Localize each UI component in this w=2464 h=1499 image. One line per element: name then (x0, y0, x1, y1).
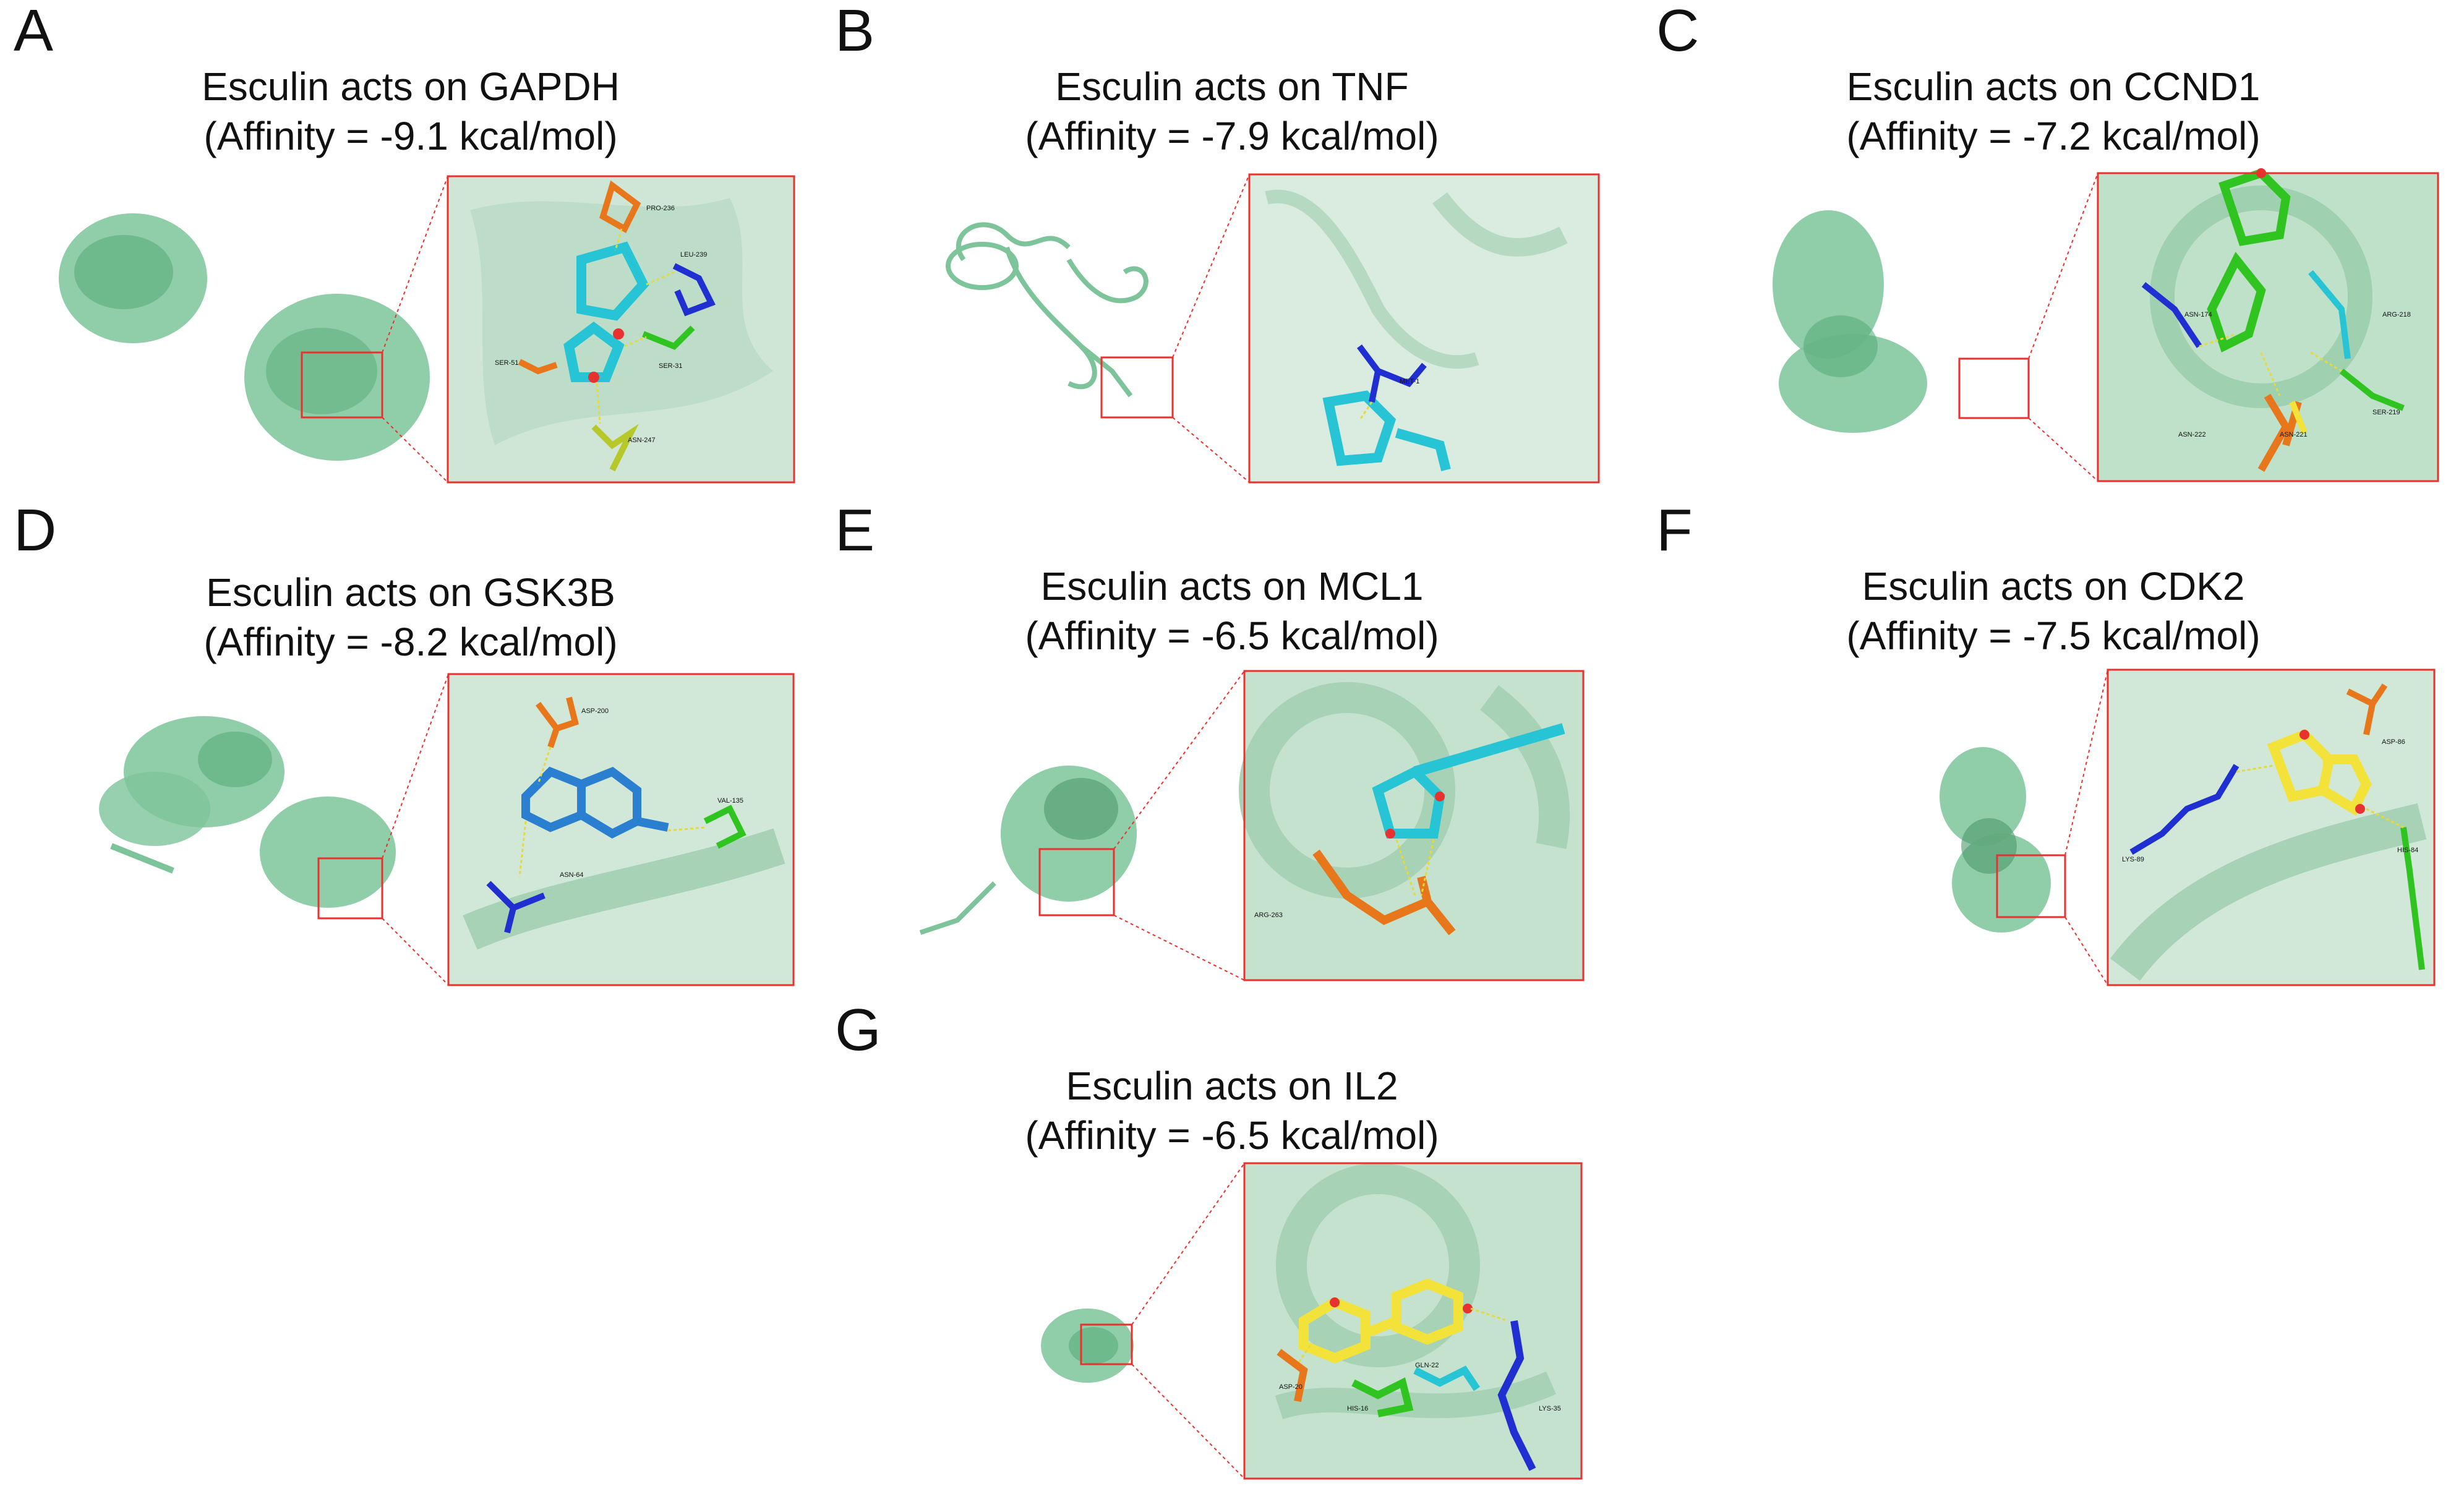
protein-structure (946, 222, 1149, 398)
residue-label: ASN-64 (560, 871, 584, 879)
panel-title: Esculin acts on GSK3B (Affinity = -8.2 k… (0, 568, 821, 667)
residue-label: SER-31 (659, 362, 683, 370)
panel-letter: C (1656, 0, 1700, 64)
affinity-text: (Affinity = -7.2 kcal/mol) (1846, 114, 2261, 158)
affinity-text: (Affinity = -6.5 kcal/mol) (1025, 613, 1439, 658)
residue-label: SER-51 (495, 359, 519, 367)
protein-structure (99, 716, 396, 908)
panel-title: Esculin acts on CDK2 (Affinity = -7.5 kc… (1643, 562, 2464, 660)
docking-figure: MET-1 (946, 173, 1600, 484)
panel-title: Esculin acts on IL2 (Affinity = -6.5 kca… (821, 1061, 1643, 1160)
panel-title: Esculin acts on GAPDH (Affinity = -9.1 k… (0, 62, 821, 161)
panel-letter: E (835, 497, 875, 563)
binding-site-box (1996, 854, 2066, 918)
protein-structure (1773, 210, 1927, 433)
panel-letter: F (1656, 497, 1693, 563)
residue-label: ARG-218 (2382, 311, 2411, 318)
panel-c: C Esculin acts on CCND1 (Affinity = -7.2… (1643, 0, 2464, 500)
zoom-inset: PRO-236 LEU-239 SER-51 SER-31 ASN-247 (447, 175, 795, 484)
docking-figure: PRO-236 LEU-239 SER-51 SER-31 ASN-247 (59, 175, 795, 484)
zoom-inset: ASP-200 VAL-135 ASN-64 (447, 673, 795, 986)
zoom-inset: ASN-174 ARG-218 SER-219 ASN-222 ASN-221 (2097, 168, 2439, 482)
affinity-text: (Affinity = -7.9 kcal/mol) (1025, 114, 1439, 158)
binding-site-box (301, 351, 383, 419)
protein-structure (1940, 747, 2051, 933)
title-text: Esculin acts on GSK3B (206, 570, 615, 615)
panel-letter: G (835, 997, 881, 1063)
residue-label: MET-1 (1400, 378, 1419, 385)
panel-g: G Esculin acts on IL2 (Affinity = -6.5 k… (821, 999, 1643, 1499)
residue-label: ASN-247 (628, 437, 656, 444)
protein-structure (919, 766, 1137, 935)
residue-label: HIS-16 (1347, 1405, 1368, 1412)
binding-site-box (1038, 848, 1115, 916)
residue-label: SER-219 (2372, 409, 2400, 416)
docking-figure: ARG-263 (919, 670, 1585, 981)
residue-label: GLN-22 (1415, 1362, 1439, 1369)
title-text: Esculin acts on MCL1 (1040, 564, 1424, 609)
residue-label: ASP-200 (581, 707, 609, 715)
title-text: Esculin acts on CCND1 (1846, 64, 2261, 109)
residue-label: LYS-35 (1539, 1405, 1561, 1412)
panel-d: D Esculin acts on GSK3B (Affinity = -8.2… (0, 500, 821, 999)
docking-figure: ASN-174 ARG-218 SER-219 ASN-222 ASN-221 (1773, 168, 2439, 482)
title-text: Esculin acts on TNF (1055, 64, 1409, 109)
affinity-text: (Affinity = -6.5 kcal/mol) (1025, 1113, 1439, 1158)
docking-figure: ASP-200 VAL-135 ASN-64 (99, 673, 795, 986)
title-text: Esculin acts on IL2 (1066, 1064, 1398, 1108)
panel-f: F Esculin acts on CDK2 (Affinity = -7.5 … (1643, 500, 2464, 999)
residue-label: PRO-236 (646, 205, 675, 212)
panel-title: Esculin acts on MCL1 (Affinity = -6.5 kc… (821, 562, 1643, 660)
binding-site-box (317, 857, 383, 920)
affinity-text: (Affinity = -8.2 kcal/mol) (203, 620, 618, 664)
title-text: Esculin acts on CDK2 (1862, 564, 2245, 609)
panel-letter: A (14, 0, 54, 64)
binding-site-box (1080, 1323, 1133, 1365)
panel-title: Esculin acts on CCND1 (Affinity = -7.2 k… (1643, 62, 2464, 161)
residue-label: ARG-263 (1254, 912, 1283, 919)
panel-letter: B (835, 0, 875, 64)
panel-b: B Esculin acts on TNF (Affinity = -7.9 k… (821, 0, 1643, 500)
residue-label: ASN-221 (2280, 431, 2308, 438)
residue-label: LEU-239 (680, 251, 707, 258)
residue-label: VAL-135 (717, 797, 743, 805)
panel-a: A Esculin acts on GAPDH (Affinity = -9.1… (0, 0, 821, 500)
residue-label: ASN-222 (2178, 431, 2206, 438)
residue-label: LYS-89 (2122, 856, 2144, 863)
zoom-inset: ASP-20 HIS-16 GLN-22 LYS-35 (1243, 1162, 1583, 1480)
binding-site-box (1100, 356, 1174, 419)
residue-label: ASN-174 (2184, 311, 2212, 318)
zoom-inset: ASP-86 LYS-89 HIS-84 (2107, 668, 2436, 986)
protein-structure (1041, 1309, 1134, 1383)
docking-figure: ASP-86 LYS-89 HIS-84 (1940, 668, 2436, 986)
residue-label: ASP-20 (1279, 1383, 1303, 1391)
panel-title: Esculin acts on TNF (Affinity = -7.9 kca… (821, 62, 1643, 161)
protein-structure (59, 213, 430, 461)
docking-figure: ASP-20 HIS-16 GLN-22 LYS-35 (1041, 1162, 1583, 1480)
panel-letter: D (14, 497, 57, 563)
zoom-inset: MET-1 (1248, 173, 1600, 484)
affinity-text: (Affinity = -9.1 kcal/mol) (203, 114, 618, 158)
zoom-inset: ARG-263 (1239, 670, 1585, 981)
binding-site-box (1958, 357, 2030, 419)
residue-label: ASP-86 (2382, 738, 2405, 746)
residue-label: HIS-84 (2397, 847, 2418, 854)
title-text: Esculin acts on GAPDH (202, 64, 620, 109)
affinity-text: (Affinity = -7.5 kcal/mol) (1846, 613, 2261, 658)
panel-e: E Esculin acts on MCL1 (Affinity = -6.5 … (821, 500, 1643, 999)
